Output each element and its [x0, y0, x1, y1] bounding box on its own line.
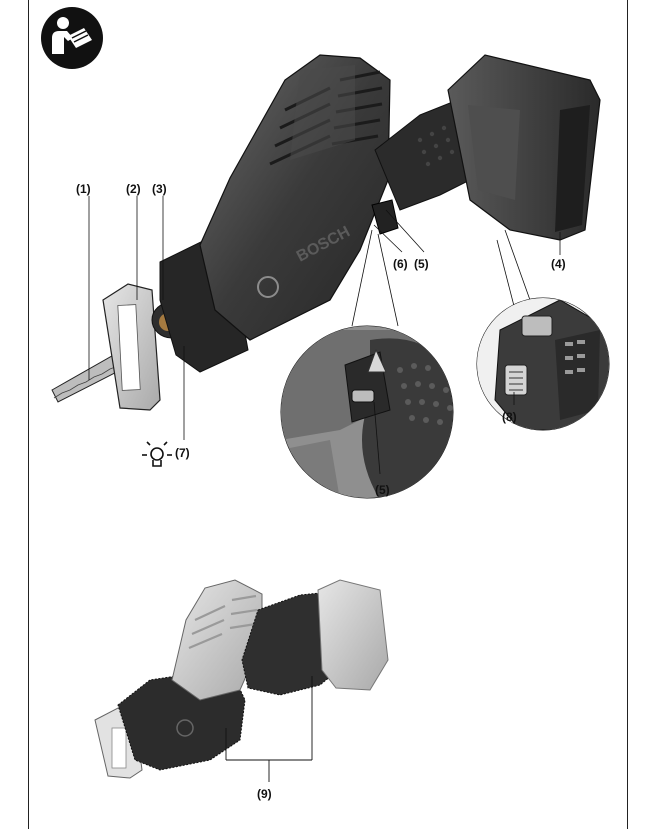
- detail-zoom-battery: [476, 297, 610, 431]
- label-1: (1): [76, 182, 91, 196]
- left-border-line: [28, 0, 29, 829]
- right-border-line: [627, 0, 628, 829]
- light-bulb-icon: [142, 441, 172, 467]
- grip-bracket-lines: [225, 676, 313, 782]
- label-7: (7): [175, 446, 190, 460]
- saw-bottom: [94, 579, 389, 779]
- label-9: (9): [257, 787, 272, 801]
- label-5-detail: (5): [375, 483, 390, 497]
- detail-zoom-switch: [280, 325, 454, 499]
- label-5-top: (5): [414, 257, 429, 271]
- label-8: (8): [502, 410, 517, 424]
- leader-lines-top: [88, 196, 561, 440]
- label-6: (6): [393, 257, 408, 271]
- label-4: (4): [551, 257, 566, 271]
- read-manual-icon: [41, 7, 103, 69]
- label-3: (3): [152, 182, 167, 196]
- label-2: (2): [126, 182, 141, 196]
- saw-top: BOSCH: [51, 54, 601, 411]
